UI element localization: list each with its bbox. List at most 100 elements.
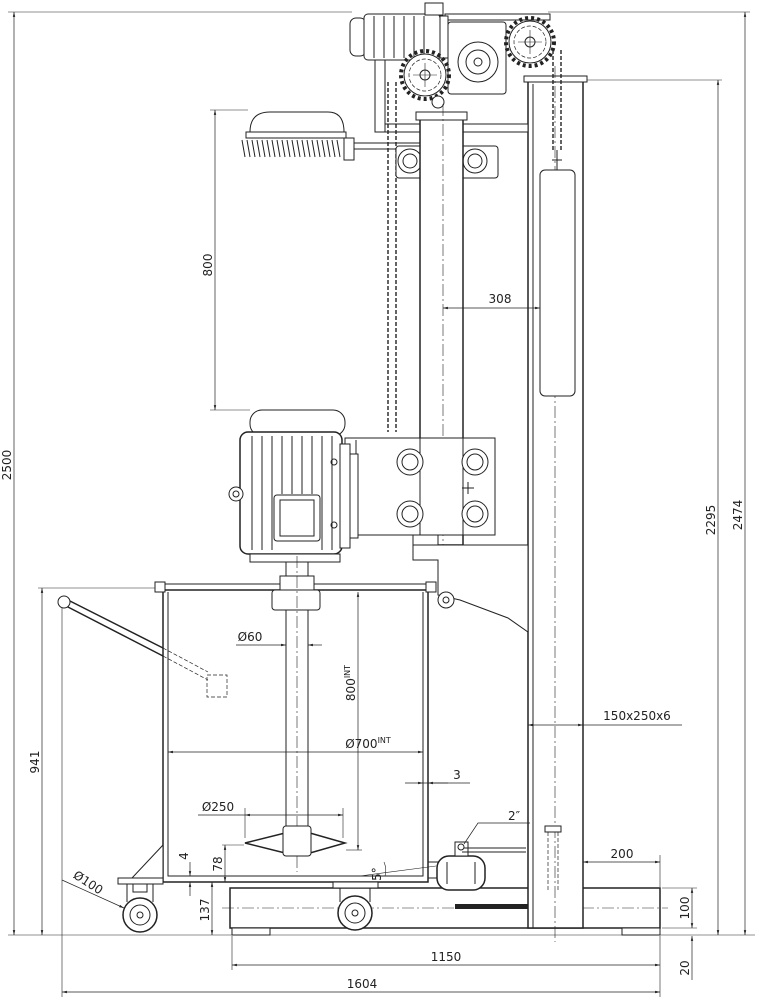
brush-head-dome xyxy=(249,111,345,133)
top-drive xyxy=(349,2,562,432)
label-tank-diameter-value: Ø700 xyxy=(345,737,377,751)
right-caster-axle xyxy=(351,909,359,917)
handle-bar xyxy=(61,596,164,657)
label-tank-diameter: Ø700INT xyxy=(345,736,391,751)
label-mast-offset: 308 xyxy=(489,292,512,306)
label-overall-height: 2500 xyxy=(0,450,14,481)
label-impeller-clearance: 78 xyxy=(211,856,225,871)
gearbox-output-hub xyxy=(473,57,483,67)
carriage-roller-top-right xyxy=(461,448,489,476)
label-beam-overhang: 200 xyxy=(611,847,634,861)
gusset-pivot-hub xyxy=(442,596,450,604)
motor-bolt-top xyxy=(330,458,338,466)
left-caster-axle xyxy=(136,911,144,919)
label-base-length: 1150 xyxy=(431,950,462,964)
left-caster-fork xyxy=(126,884,154,902)
carriage-roller-bottom-right xyxy=(461,500,489,528)
label-beam-height: 100 xyxy=(678,897,692,920)
right-caster-wheel xyxy=(337,895,373,931)
label-wheel-diameter: Ø100 xyxy=(71,868,106,897)
valve-body xyxy=(436,855,486,891)
right-chain xyxy=(552,50,562,150)
column-rod-cap xyxy=(544,825,562,833)
left-caster-wheel-rim xyxy=(129,904,151,926)
label-tank-depth: 800INT xyxy=(343,665,358,701)
handle-mount xyxy=(206,674,228,698)
motor-flange xyxy=(339,443,351,549)
right-sprocket-cross xyxy=(518,30,542,54)
gearbox-output xyxy=(457,41,499,83)
label-caster-height: 137 xyxy=(198,899,212,922)
upper-left-roller xyxy=(397,148,423,174)
label-column-top-height: 2295 xyxy=(704,505,718,536)
agitator xyxy=(228,409,359,872)
dimension-labels: 2500 941 800 2295 2474 308 150x250x6 200… xyxy=(0,254,745,991)
brush-head xyxy=(241,111,420,161)
left-caster-swivel xyxy=(132,883,148,893)
extension-lines xyxy=(8,11,755,997)
left-sprocket-cross xyxy=(413,63,437,87)
valve-size-leader xyxy=(463,822,530,845)
left-caster-wheel xyxy=(122,897,158,933)
gearbox-output-inner xyxy=(465,49,491,75)
motor-eye-bolt-hole xyxy=(232,490,240,498)
motor-eye-bolt xyxy=(228,486,244,502)
base-right-foot xyxy=(621,927,661,936)
brush-bristles xyxy=(241,139,341,158)
label-lift-stroke: 800 xyxy=(201,254,215,277)
upper-right-roller xyxy=(462,148,488,174)
label-column-section: 150x250x6 xyxy=(603,709,671,723)
upper-right-roller-inner xyxy=(467,153,483,169)
drain-valve xyxy=(428,841,526,891)
carriage-roller-bottom-left-inner xyxy=(401,505,419,523)
drive-motor-fins xyxy=(373,16,425,58)
motor-terminal-box xyxy=(273,494,321,542)
carriage-roller-top-left xyxy=(396,448,424,476)
tank-right-rim xyxy=(425,581,437,593)
tank-inner-wall xyxy=(167,592,424,877)
base-frame xyxy=(222,887,668,936)
motor-bolt-bottom xyxy=(330,521,338,529)
label-slope: 5° xyxy=(370,867,384,881)
label-impeller-diameter: Ø250 xyxy=(202,800,234,814)
motor-adapter-plate xyxy=(349,453,359,539)
left-chain xyxy=(387,82,397,432)
base-slot xyxy=(455,904,530,909)
label-overall-length: 1604 xyxy=(347,977,378,991)
handle-bar-hidden xyxy=(162,647,209,681)
motor-terminal-box-lid xyxy=(279,499,315,537)
right-caster-fork xyxy=(339,888,371,902)
drive-motor-terminal-box xyxy=(424,2,444,16)
left-caster xyxy=(117,843,164,933)
label-tank-height: 941 xyxy=(28,751,42,774)
label-foot-height: 20 xyxy=(678,960,692,975)
left-sprocket-teeth xyxy=(399,49,451,101)
motor-fins xyxy=(251,436,333,550)
base-left-foot xyxy=(231,927,271,936)
label-wall-thickness: 3 xyxy=(453,768,461,782)
gusset-pivot xyxy=(437,591,455,609)
column-top-cap xyxy=(523,75,588,83)
counterweight xyxy=(539,169,576,397)
counterweight-hook xyxy=(552,150,562,170)
left-caster-gusset xyxy=(130,843,164,879)
left-caster-plate xyxy=(117,877,164,885)
column-rod xyxy=(547,832,559,892)
coupling-bottom xyxy=(271,589,321,611)
motor-bottom-flange xyxy=(249,553,341,563)
label-bottom-gap: 4 xyxy=(177,852,191,860)
right-caster-plate xyxy=(332,881,379,889)
tank-left-rim xyxy=(154,581,166,593)
mast-cap xyxy=(415,111,468,121)
slope-arc xyxy=(383,861,387,877)
carriage-center-mark xyxy=(462,482,474,494)
valve-lever xyxy=(462,847,526,853)
label-valve-size: 2″ xyxy=(508,809,521,823)
impeller-hub xyxy=(282,825,312,857)
brush-head-base xyxy=(245,131,347,139)
label-tank-diameter-sup: INT xyxy=(378,736,391,745)
valve-body-lines xyxy=(446,862,476,884)
label-shaft-diameter: Ø60 xyxy=(238,630,263,644)
column-gusset xyxy=(412,544,529,633)
